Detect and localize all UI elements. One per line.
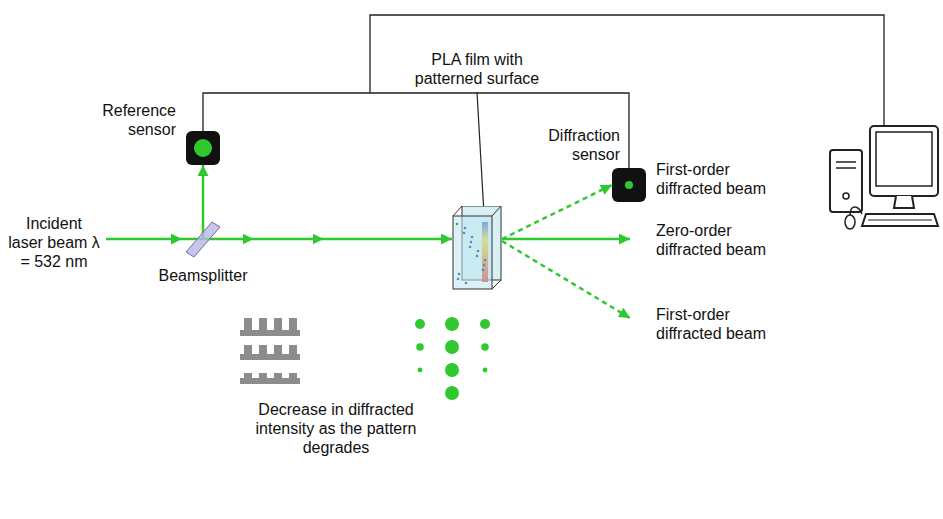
cuvette-edge <box>453 206 462 216</box>
laser-beams <box>106 239 630 318</box>
first-order-spot <box>480 319 490 329</box>
laser-beam <box>106 238 182 241</box>
grating-profile <box>240 373 300 384</box>
node-label: Beamsplitter <box>159 266 248 285</box>
cuvette-edge <box>492 280 501 289</box>
tower-slot <box>836 167 856 169</box>
keyboard <box>862 214 938 226</box>
cuvette-edge <box>492 206 501 216</box>
monitor-screen <box>876 132 932 186</box>
solution-dot <box>458 273 461 276</box>
zero-order-spot <box>445 340 459 354</box>
first-order-spot <box>481 343 489 351</box>
solution-dot <box>482 269 485 272</box>
solution-dot <box>477 250 480 253</box>
computer-tower <box>830 150 862 212</box>
sample-cuvette: PLA film with patterned surface <box>452 206 502 290</box>
node-label: Reference sensor <box>96 101 176 139</box>
beam-label: First-order diffracted beam <box>656 160 786 198</box>
solution-dot <box>465 282 468 285</box>
grating-profiles <box>240 318 300 384</box>
computer-icon <box>830 126 938 229</box>
solution-dot <box>483 264 486 267</box>
computer-monitor <box>870 126 938 196</box>
caption-note: Decrease in diffracted intensity as the … <box>236 400 436 457</box>
tower-slot <box>836 161 856 163</box>
zero-order-spot <box>445 386 459 400</box>
beamsplitter: Beamsplitter <box>182 218 224 260</box>
signal-wire <box>203 93 629 168</box>
diffraction-sensor: Diffraction sensor <box>612 168 646 202</box>
laser-beam <box>502 238 630 241</box>
solution-dot <box>484 259 487 262</box>
sensor-spot <box>194 139 212 157</box>
node-label: Diffraction sensor <box>534 126 620 164</box>
mouse-cable <box>850 207 862 215</box>
glass-plate <box>186 222 220 257</box>
solution-dot <box>476 255 479 258</box>
mouse <box>845 215 855 229</box>
keyboard-keys <box>868 220 932 221</box>
zero-order-spot <box>445 317 459 331</box>
solution-dot <box>469 246 472 249</box>
beam-label: First-order diffracted beam <box>656 305 786 343</box>
cuvette-front <box>453 216 492 289</box>
solution-dot <box>471 236 474 239</box>
signal-wires <box>203 15 884 232</box>
solution-dot <box>463 232 466 235</box>
monitor-stand <box>894 196 914 208</box>
solution-dot <box>457 278 460 281</box>
laser-beam <box>502 185 612 239</box>
first-order-spot <box>416 343 424 351</box>
beam-label: Incident laser beam λ = 532 nm <box>8 214 100 271</box>
node-label: PLA film with patterned surface <box>410 50 545 88</box>
laser-beam <box>224 238 452 241</box>
beam-label: Zero-order diffracted beam <box>656 221 786 259</box>
solution-dot <box>464 227 467 230</box>
sensor-spot <box>625 181 633 189</box>
grating-profile <box>240 318 300 336</box>
diffraction-spots <box>415 317 490 400</box>
grating-profile <box>240 345 300 360</box>
first-order-spot <box>483 368 488 373</box>
signal-wire <box>370 15 884 126</box>
beamsplitter-plate <box>182 218 224 260</box>
reference-sensor: Reference sensor <box>186 131 220 165</box>
cuvette-drawing <box>452 206 502 290</box>
solution-dot <box>456 223 459 226</box>
first-order-spot <box>418 368 423 373</box>
laser-beam <box>502 241 630 318</box>
first-order-spot <box>415 319 425 329</box>
zero-order-spot <box>445 363 459 377</box>
laser-beam <box>202 165 205 218</box>
solution-dot <box>470 241 473 244</box>
tower-button <box>843 193 849 199</box>
